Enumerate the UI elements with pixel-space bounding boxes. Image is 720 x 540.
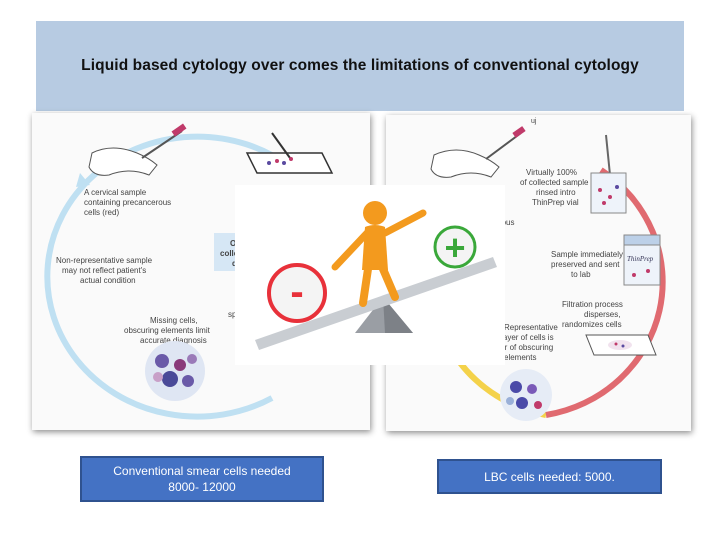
lbc-diagram: uj Virtually 100% of collected sample ri…	[386, 115, 691, 431]
conventional-cycle-svg: A cervical sample containing precancerou…	[44, 123, 334, 420]
lbc-micrograph	[500, 369, 552, 421]
conventional-caption-line2: 8000- 12000	[168, 480, 236, 494]
lbc-caption-text: LBC cells needed: 5000.	[484, 469, 615, 484]
person-figure-icon	[331, 201, 427, 307]
lbc-caption: LBC cells needed: 5000.	[437, 459, 662, 494]
thinprep-vial-icon: ThinPrep	[623, 234, 661, 286]
slide-title: Liquid based cytology over comes the lim…	[81, 57, 639, 74]
label-nonrep: Non-representative sample may not reflec…	[56, 256, 154, 285]
plus-icon: +	[433, 225, 477, 269]
minus-icon: -	[267, 263, 327, 323]
conventional-caption-line1: Conventional smear cells needed	[113, 464, 291, 478]
vial-label: ThinPrep	[627, 255, 654, 263]
label-top: uj	[531, 118, 537, 125]
label-missing: Missing cells, obscuring elements limit …	[124, 316, 212, 345]
slide-hand-icon	[245, 132, 334, 174]
label-representative: Representative thin layer of cells is cl…	[486, 323, 560, 362]
minus-symbol: -	[290, 270, 303, 314]
label-sample: A cervical sample containing precancerou…	[84, 188, 173, 217]
plus-symbol: +	[444, 227, 465, 268]
vial-icon	[590, 134, 627, 214]
cycle-arc-red	[545, 167, 666, 418]
seesaw-plank	[255, 257, 497, 350]
hand-brush-icon	[430, 126, 526, 178]
balance-svg: - +	[255, 201, 497, 350]
fulcrum-shadow	[383, 297, 413, 333]
label-filtration: Filtration process disperses, randomizes…	[562, 300, 625, 329]
cycle-arc-left	[44, 133, 294, 420]
balance-illustration: - +	[235, 185, 505, 365]
title-band: Liquid based cytology over comes the lim…	[36, 21, 684, 111]
label-virtually: Virtually 100% of collected sample rinse…	[520, 168, 591, 207]
smear-micrograph	[145, 341, 205, 401]
hand-brush-icon	[88, 123, 187, 176]
arrow-head-icon	[76, 173, 90, 187]
thin-layer-slide-icon	[585, 334, 657, 356]
conventional-caption: Conventional smear cells needed 8000- 12…	[80, 456, 324, 502]
label-immediately: Sample immediately preserved and sent to…	[551, 250, 625, 279]
